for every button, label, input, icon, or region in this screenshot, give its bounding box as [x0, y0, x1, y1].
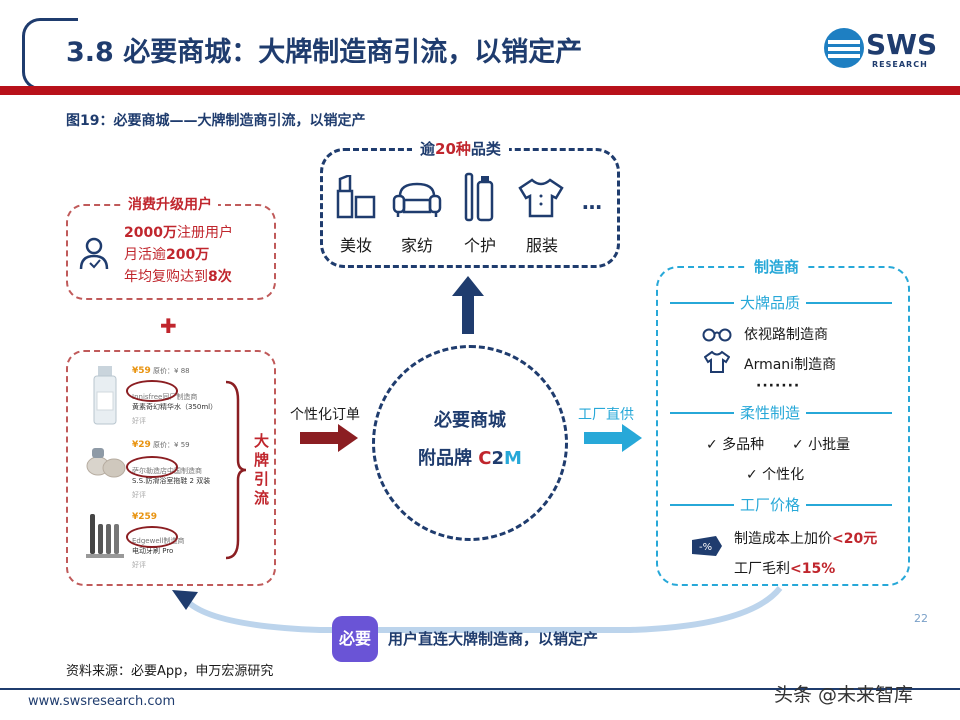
category-label: 家纺 — [400, 236, 433, 255]
category-label: 美妆 — [339, 236, 372, 255]
sofa-icon — [392, 182, 442, 217]
products-box — [66, 350, 276, 586]
check-small-batch: ✓ 小批量 — [792, 437, 851, 453]
order-arrow — [300, 424, 358, 452]
highlight-oval — [126, 456, 178, 478]
factory-label: 工厂直供 — [578, 407, 634, 423]
footer-divider — [0, 688, 960, 690]
slippers-icon — [86, 448, 126, 478]
section-quality: 大牌品质 — [734, 292, 807, 313]
plus-icon: ✚ — [160, 314, 177, 338]
discount-tag-icon: -% — [692, 536, 722, 556]
header-band — [0, 86, 960, 95]
logo-subtext: RESEARCH — [872, 60, 928, 69]
consumers-stats: 2000万注册用户 月活逾200万 年均复购达到8次 — [124, 225, 233, 285]
section-price: 工厂价格 — [734, 494, 807, 515]
maker-armani: Armani制造商 — [744, 357, 837, 373]
toothbrush-icon — [464, 172, 494, 222]
electric-toothbrush-icon — [86, 514, 124, 558]
user-icon — [79, 237, 109, 270]
categories-heading: 逾20种品类 — [412, 138, 509, 159]
footer-url[interactable]: www.swsresearch.com — [28, 694, 176, 709]
glasses-icon — [702, 328, 732, 342]
maker-essilor: 依视路制造商 — [744, 327, 828, 343]
logo-text: SWS — [866, 28, 938, 61]
markup-line: 制造成本上加价<20元 — [734, 531, 878, 547]
highlight-oval — [126, 380, 178, 402]
consumers-heading: 消费升级用户 — [122, 194, 218, 214]
more-makers: ······· — [756, 378, 801, 394]
shirt-icon — [518, 178, 564, 218]
bottom-caption: 用户直连大牌制造商，以销定产 — [388, 630, 599, 648]
big-brand-label: 大牌引流 — [254, 432, 270, 507]
check-variety: ✓ 多品种 — [706, 437, 765, 453]
figure-title: 图19：必要商城——大牌制造商引流，以销定产 — [66, 113, 366, 129]
center-subtitle: 附品牌 C2M — [418, 448, 522, 469]
toner-bottle-icon — [93, 366, 117, 425]
category-label: 服装 — [525, 236, 558, 255]
highlight-oval — [126, 526, 178, 548]
more-ellipsis: … — [582, 190, 602, 214]
check-custom: ✓ 个性化 — [746, 467, 805, 483]
page-title: 3.8 必要商城：大牌制造商引流，以销定产 — [66, 37, 583, 68]
order-label: 个性化订单 — [290, 407, 360, 423]
page-number: 22 — [914, 612, 928, 625]
watermark: 头条 @未来智库 — [774, 684, 914, 706]
section-flexible: 柔性制造 — [734, 402, 807, 423]
biyao-badge: 必要 — [332, 616, 378, 662]
factory-arrow — [584, 424, 642, 452]
lipstick-icon — [336, 175, 376, 219]
up-arrow — [452, 276, 484, 334]
sws-logo-icon — [824, 28, 864, 68]
tshirt-icon — [704, 350, 730, 373]
source-note: 资料来源：必要App，申万宏源研究 — [66, 664, 274, 679]
svg-text:-%: -% — [699, 542, 712, 553]
right-brace — [225, 380, 247, 560]
manufacturer-heading: 制造商 — [746, 256, 808, 277]
center-circle — [372, 345, 568, 541]
category-label: 个护 — [463, 236, 496, 255]
margin-line: 工厂毛利<15% — [734, 561, 836, 577]
center-title: 必要商城 — [434, 410, 506, 431]
loop-arrow — [172, 586, 783, 633]
